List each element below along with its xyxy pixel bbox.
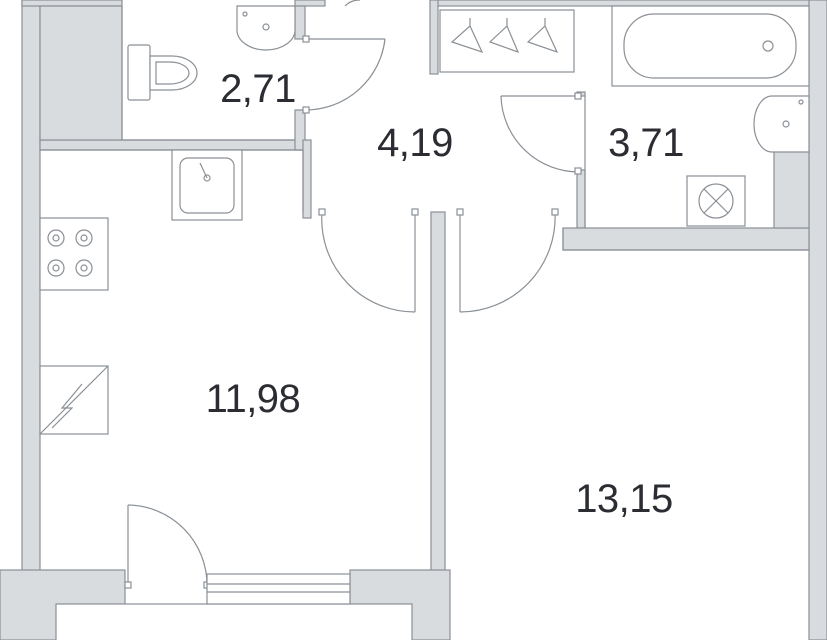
- wall-wc-bottom: [39, 139, 304, 151]
- door-bedroom: [456, 208, 559, 313]
- wall-top-right: [434, 0, 827, 7]
- wardrobe-hangers-icon: [439, 9, 575, 73]
- washbasin-icon: [753, 95, 810, 153]
- bathtub-icon: [611, 5, 810, 87]
- window-icon: [206, 573, 351, 605]
- wall-bath-left: [576, 169, 586, 229]
- door-kitchen: [318, 208, 419, 313]
- wall-top-left: [21, 0, 123, 7]
- balcony-floor: [55, 603, 413, 640]
- wall-hall-kitchen: [302, 139, 312, 219]
- wall-top-mid: [294, 0, 326, 7]
- kitchen-sink-icon: [171, 149, 243, 221]
- ventilation-icon: [686, 175, 746, 227]
- wall-right: [808, 0, 827, 640]
- door-wc: [302, 35, 386, 114]
- electrical-panel-icon: [39, 365, 109, 435]
- wall-left: [21, 0, 41, 576]
- room-area-hallway: 4,19: [377, 121, 453, 165]
- room-outlines: [40, 6, 809, 251]
- wall-wardrobe-left: [429, 0, 439, 75]
- stove-icon: [39, 217, 109, 291]
- wall-center: [430, 211, 446, 583]
- area-labels: 2,71 4,19 3,71 11,98 13,15: [206, 67, 685, 521]
- room-area-wc: 2,71: [220, 67, 296, 111]
- room-area-bathroom: 3,71: [608, 121, 684, 165]
- toilet-icon: [127, 44, 198, 101]
- wall-wc-hall: [294, 5, 306, 40]
- sink-icon: [236, 5, 296, 51]
- room-area-kitchen: 11,98: [206, 377, 301, 421]
- doors: [124, 0, 582, 589]
- room-area-bedroom: 13,15: [575, 477, 673, 521]
- door-balcony: [124, 504, 211, 589]
- wall-bath-right-fill: [773, 149, 810, 229]
- wall-bath-bottom: [562, 227, 810, 251]
- wall-wc-left-fill: [39, 5, 123, 141]
- door-bathroom: [500, 92, 582, 175]
